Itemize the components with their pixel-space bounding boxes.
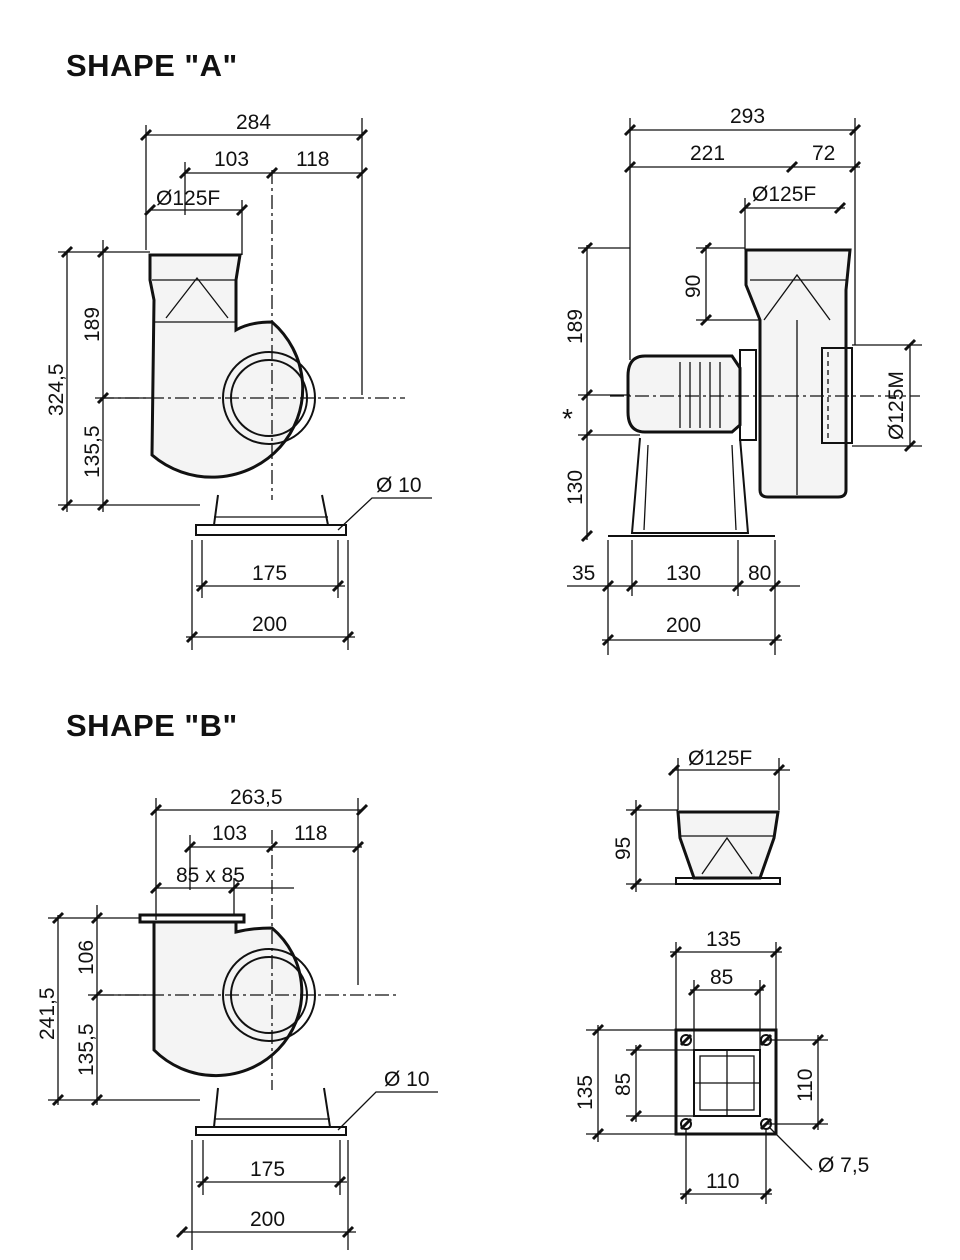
shape-a-dim-width-left: 103 bbox=[214, 148, 249, 171]
shape-a-dim-width-right: 118 bbox=[296, 148, 329, 171]
shape-a-front-view: 284 103 118 Ø125F 324,5 189 135,5 Ø 10 bbox=[45, 111, 432, 650]
shape-a-side-dim-base-left: 35 bbox=[572, 562, 595, 585]
shape-a-base-plate bbox=[195, 524, 347, 536]
shape-a-inlet-outer-ring bbox=[222, 351, 316, 445]
shape-a-side-dim-base-mid: 130 bbox=[666, 562, 701, 585]
shape-b-adapter-view: Ø125F 95 bbox=[612, 747, 790, 892]
shape-b-flange-plate bbox=[674, 1028, 778, 1136]
shape-b-fan-housing bbox=[150, 920, 304, 1078]
shape-a-side-dim-overall-depth: 293 bbox=[730, 105, 765, 128]
shape-b-dim-lower-height: 135,5 bbox=[75, 1023, 98, 1076]
shape-b-flange-dim-outer-width: 135 bbox=[706, 928, 741, 951]
shape-b-base-stand bbox=[212, 1087, 332, 1128]
shape-a-dim-hole-diameter: Ø 10 bbox=[376, 474, 422, 497]
shape-b-flange-view: 135 85 135 85 110 110 bbox=[574, 928, 869, 1204]
shape-b-heading: SHAPE "B" bbox=[66, 708, 238, 743]
shape-b-dim-overall-height: 241,5 bbox=[36, 987, 59, 1040]
shape-b-dim-base-outer: 200 bbox=[250, 1208, 285, 1231]
shape-a-fan-housing bbox=[148, 253, 305, 479]
shape-b-adapter-dim-diameter: Ø125F bbox=[688, 747, 752, 770]
shape-b-base-plate bbox=[195, 1126, 347, 1136]
shape-a-side-dim-outlet-diameter: Ø125F bbox=[752, 183, 816, 206]
shape-b-dim-hole-diameter: Ø 10 bbox=[384, 1068, 430, 1091]
shape-b-flange-hole bbox=[680, 1034, 692, 1046]
shape-b-flange-dim-inner-width: 85 bbox=[710, 966, 733, 989]
shape-a-side-dim-depth-left: 221 bbox=[690, 142, 725, 165]
shape-a-side-dim-lower-height: 130 bbox=[564, 470, 587, 505]
shape-b-flange-dim-outer-height: 135 bbox=[574, 1075, 597, 1110]
shape-b-flange-dim-inner-height: 85 bbox=[612, 1073, 635, 1096]
shape-b-dim-base-inner: 175 bbox=[250, 1158, 285, 1181]
shape-a-dim-base-outer: 200 bbox=[252, 613, 287, 636]
shape-a-side-dim-base-total: 200 bbox=[666, 614, 701, 637]
shape-b-dim-width-left: 103 bbox=[212, 822, 247, 845]
shape-a-side-housing bbox=[744, 248, 852, 499]
shape-b-flange-dim-hole-diameter: Ø 7,5 bbox=[818, 1154, 869, 1177]
shape-a-side-dim-upper-height: 189 bbox=[564, 309, 587, 344]
shape-a-side-dim-depth-right: 72 bbox=[812, 142, 835, 165]
shape-a-dim-overall-width: 284 bbox=[236, 111, 271, 134]
shape-a-dim-base-inner: 175 bbox=[252, 562, 287, 585]
shape-b-inlet-outer-ring bbox=[222, 948, 316, 1042]
shape-b-dim-overall-width: 263,5 bbox=[230, 786, 283, 809]
shape-a-base-stand bbox=[212, 494, 330, 526]
shape-a-dim-lower-height: 135,5 bbox=[81, 425, 104, 478]
shape-b-adapter-body bbox=[676, 810, 780, 880]
shape-b-flange-dim-hole-spacing-v: 110 bbox=[794, 1069, 817, 1102]
shape-b-adapter-flange bbox=[675, 877, 781, 885]
shape-b-dim-flange-size: 85 x 85 bbox=[176, 864, 245, 887]
shape-a-heading: SHAPE "A" bbox=[66, 48, 238, 83]
shape-a-side-dim-outlet-height: 90 bbox=[682, 275, 705, 298]
shape-a-side-dim-inlet-diameter: Ø125M bbox=[885, 371, 908, 440]
shape-b-dim-upper-height: 106 bbox=[75, 940, 98, 975]
shape-a-dim-overall-height: 324,5 bbox=[45, 363, 68, 416]
shape-a-side-note-mark: * bbox=[562, 403, 573, 434]
shape-a-side-view: 293 221 72 Ø125F bbox=[562, 105, 922, 655]
shape-a-motor bbox=[626, 354, 742, 434]
shape-a-dim-upper-height: 189 bbox=[81, 307, 104, 342]
shape-b-dim-width-right: 118 bbox=[294, 822, 327, 845]
shape-b-front-view: 263,5 103 118 85 x 85 241,5 106 135,5 Ø … bbox=[36, 786, 438, 1250]
shape-a-dim-inlet-diameter: Ø125F bbox=[156, 187, 220, 210]
shape-b-adapter-dim-height: 95 bbox=[612, 837, 635, 860]
shape-b-flange-dim-hole-spacing-h: 110 bbox=[706, 1170, 739, 1193]
shape-a-side-dim-base-right: 80 bbox=[748, 562, 771, 585]
shape-a-side-stand bbox=[630, 437, 750, 534]
